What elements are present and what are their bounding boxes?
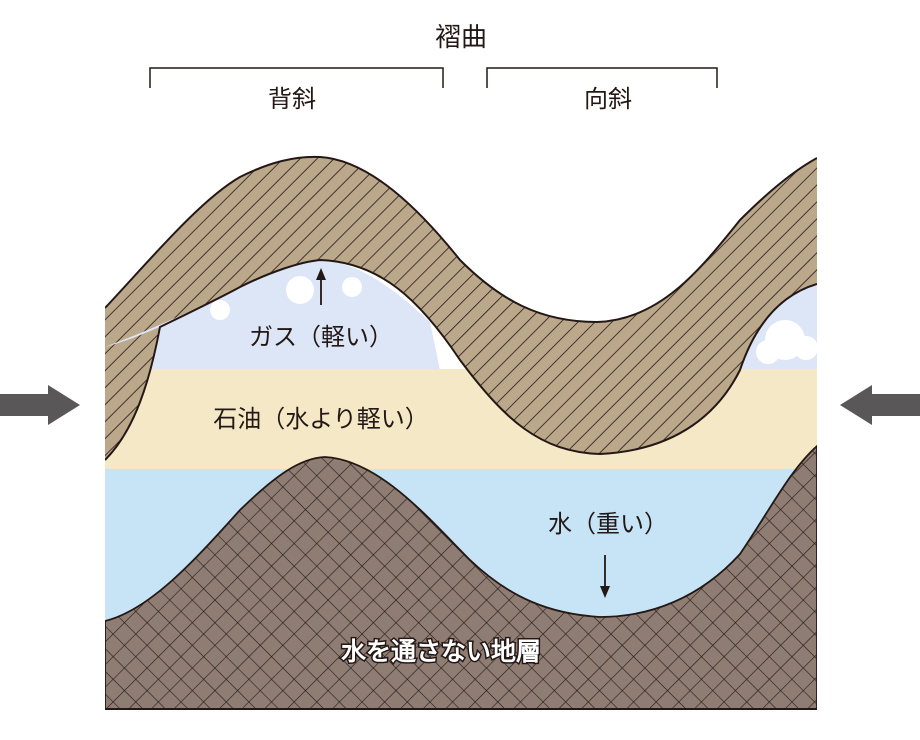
syncline-label: 向斜 xyxy=(584,85,632,113)
left-compression-arrow-icon xyxy=(0,385,80,425)
cloud-decoration xyxy=(210,276,817,364)
anticline-label: 背斜 xyxy=(268,85,316,113)
cap-rock-bottom-line xyxy=(105,258,817,461)
cap-rock-left-edge xyxy=(105,327,160,460)
water-down-arrow-icon xyxy=(600,586,610,598)
water-label: 水（重い） xyxy=(548,510,668,538)
gas-label: ガス（軽い） xyxy=(249,323,393,351)
cap-rock-top-line xyxy=(105,155,817,324)
anticline-bracket xyxy=(149,67,444,88)
gas-up-arrow-icon xyxy=(316,268,326,280)
title: 褶曲 xyxy=(435,23,487,53)
syncline-bracket xyxy=(486,67,718,88)
impermeable-label: 水を通さない地層 xyxy=(341,637,541,666)
oil-label: 石油（水より軽い） xyxy=(213,405,429,433)
impermeable-layer xyxy=(105,444,817,710)
cap-rock-layer xyxy=(105,156,817,471)
right-compression-arrow-icon xyxy=(840,385,920,425)
